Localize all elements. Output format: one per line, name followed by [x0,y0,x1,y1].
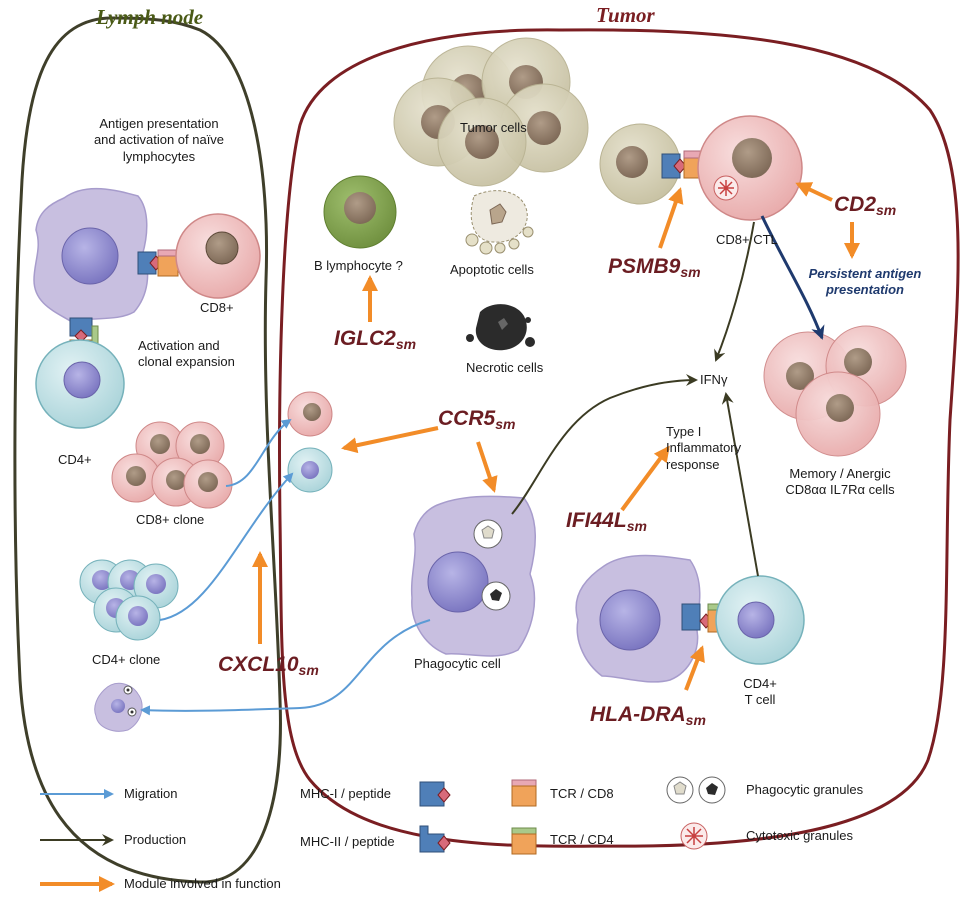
lymph-node-outline [13,16,282,884]
ifng-label: IFNγ [700,372,728,387]
tumor-title: Tumor [596,3,655,27]
cd8-label: CD8+ [200,300,234,315]
migration-arrow-cd4 [159,472,294,621]
module-arrow-cd2-ctl [795,182,833,202]
persistent-antigen-label: Persistent antigen presentation [808,266,922,298]
tumor-cell-cluster [393,37,589,187]
legend-mhc2-icon [419,825,451,853]
module-psmb9: PSMB9sm [608,255,701,280]
module-arrow-hla-dra [684,645,705,691]
legend-tcr-cd8-icon [511,779,537,807]
apoptotic-label: Apoptotic cells [450,262,534,277]
legend-mhc1-icon [419,781,451,807]
necrotic-label: Necrotic cells [466,360,544,375]
module-arrow-ccr5-down [476,441,498,493]
module-arrow-ifi44l [620,445,670,512]
necrotic-cell [466,304,535,351]
tumor-outline [278,28,960,848]
b-lymphocyte-label: B lymphocyte ? [314,258,403,273]
apoptotic-cell [465,190,534,255]
cd4-clone-cluster [79,559,179,641]
migration-arrow-phagocyte [140,619,431,716]
production-arrow-phagocyte [511,374,698,515]
cd8-ctl-label: CD8+ CTL [716,232,778,247]
legend-tcr-cd8-label: TCR / CD8 [550,786,614,801]
legend-mhc1-label: MHC-I / peptide [300,786,392,801]
legend-production-label: Production [124,832,187,847]
module-hla-dra: HLA-DRAsm [590,703,706,728]
module-ifi44l: IFI44Lsm [566,509,647,534]
cd4-label: CD4+ [58,452,92,467]
type1-inflammatory-label: Type I Inflammatory response [666,424,742,472]
phagocytic-cell-label: Phagocytic cell [414,656,501,671]
cd8-clone-label: CD8+ clone [136,512,205,527]
cd4-clone-label: CD4+ clone [92,652,161,667]
antigen-presentation-label: Antigen presentation and activation of n… [93,116,225,164]
lymph-node-title: Lymph node [96,5,204,29]
legend-migration-label: Migration [124,786,178,801]
legend-tcr-cd4-label: TCR / CD4 [550,832,614,847]
memory-anergic-label: Memory / Anergic CD8αα IL7Rα cells [785,466,895,498]
cd4-t-cell-label: CD4+ T cell [743,676,777,708]
module-arrow-psmb9 [658,187,684,249]
legend-mhc2-label: MHC-II / peptide [300,834,395,849]
legend-phagocytic-granules-label: Phagocytic granules [746,782,864,797]
cytotoxic-granule-ctl [713,175,739,201]
module-ccr5: CCR5sm [438,407,516,432]
module-cd2: CD2sm [834,193,897,218]
legend-cytotoxic-granule-icon [680,822,708,850]
memory-cell-cluster [763,325,907,457]
production-arrow-cd4 [721,392,759,577]
legend-phagocytic-granule-icons [666,776,726,804]
legend-cytotoxic-granules-label: Cytotoxic granules [746,828,853,843]
module-iglc2: IGLC2sm [334,327,417,352]
tumor-cells-label: Tumor cells [460,120,527,135]
cd8-clone-cluster [111,421,233,509]
legend-module-label: Module involved in function [124,876,281,891]
migration-arrow-cd8 [225,418,292,487]
legend-tcr-cd4-icon [511,827,537,855]
persistent-arrow [760,215,825,340]
module-arrow-ccr5-left [341,426,439,454]
production-arrow-ctl [714,221,755,362]
module-cxcl10: CXCL10sm [218,653,319,678]
activation-label: Activation and clonal expansion [138,338,235,370]
